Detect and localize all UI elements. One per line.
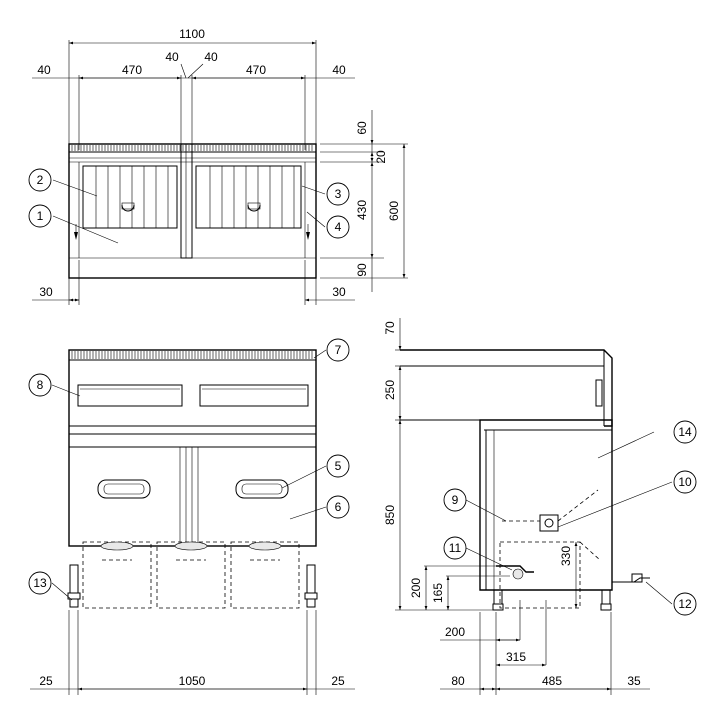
svg-text:13: 13 — [33, 576, 47, 590]
dim-rim: 20 — [374, 150, 388, 164]
dim-basket-right: 470 — [246, 63, 266, 77]
svg-text:9: 9 — [452, 493, 459, 507]
svg-text:3: 3 — [335, 187, 342, 201]
svg-text:2: 2 — [37, 173, 44, 187]
side-view: 70 250 850 200 165 330 200 315 80 485 35… — [383, 318, 697, 695]
callout-9: 9 — [443, 488, 467, 512]
dim-side-left: 40 — [37, 63, 51, 77]
svg-text:6: 6 — [335, 500, 342, 514]
dim-drain-depth: 315 — [506, 650, 526, 664]
callout-14: 14 — [673, 420, 697, 444]
dim-valve-height: 165 — [431, 583, 445, 603]
callout-12: 12 — [673, 592, 697, 616]
svg-text:12: 12 — [678, 597, 692, 611]
dim-gap-left: 40 — [165, 50, 179, 64]
svg-text:1: 1 — [37, 209, 44, 223]
dim-bottom: 90 — [355, 263, 369, 277]
dim-drain-offset: 200 — [445, 625, 465, 639]
dim-pan-height: 330 — [559, 546, 573, 566]
dim-overall-depth: 600 — [387, 201, 401, 221]
dim-leg-right: 30 — [332, 285, 346, 299]
svg-text:8: 8 — [37, 378, 44, 392]
dim-gap-right: 40 — [204, 50, 218, 64]
dim-backsplash: 250 — [383, 380, 397, 400]
callout-1: 1 — [28, 204, 52, 228]
dim-drain-height: 200 — [409, 578, 423, 598]
front-view: 25 1050 25 7 8 5 6 13 — [28, 338, 355, 695]
callout-2: 2 — [28, 168, 52, 192]
callout-7: 7 — [326, 338, 350, 362]
svg-text:11: 11 — [449, 541, 462, 555]
dim-front-leg-right: 25 — [331, 674, 345, 688]
svg-text:4: 4 — [335, 220, 342, 234]
dim-top-height: 60 — [355, 121, 369, 135]
dim-basket-left: 470 — [122, 63, 142, 77]
dim-tank-depth: 430 — [355, 200, 369, 220]
svg-text:10: 10 — [678, 475, 692, 489]
svg-text:14: 14 — [678, 425, 692, 439]
dim-front-leg-left: 25 — [39, 674, 53, 688]
dim-body-height: 850 — [383, 505, 397, 525]
callout-3: 3 — [326, 182, 350, 206]
dim-overall-width: 1100 — [179, 27, 205, 41]
callout-13: 13 — [28, 571, 52, 595]
dim-front-leg: 80 — [451, 674, 465, 688]
callout-10: 10 — [673, 470, 697, 494]
svg-text:7: 7 — [335, 343, 342, 357]
dim-side-right: 40 — [332, 63, 346, 77]
callout-6: 6 — [326, 495, 350, 519]
callout-11: 11 — [443, 536, 467, 560]
callout-4: 4 — [326, 215, 350, 239]
dim-front-width: 1050 — [179, 674, 206, 688]
dim-leg-left: 30 — [39, 285, 53, 299]
dim-rear: 35 — [627, 674, 641, 688]
top-view: 1100 40 470 40 40 470 40 — [28, 27, 408, 305]
callout-8: 8 — [28, 373, 52, 397]
dim-top-lip: 70 — [383, 321, 397, 335]
dim-depth: 485 — [542, 674, 562, 688]
svg-text:5: 5 — [335, 459, 342, 473]
callout-5: 5 — [326, 454, 350, 478]
